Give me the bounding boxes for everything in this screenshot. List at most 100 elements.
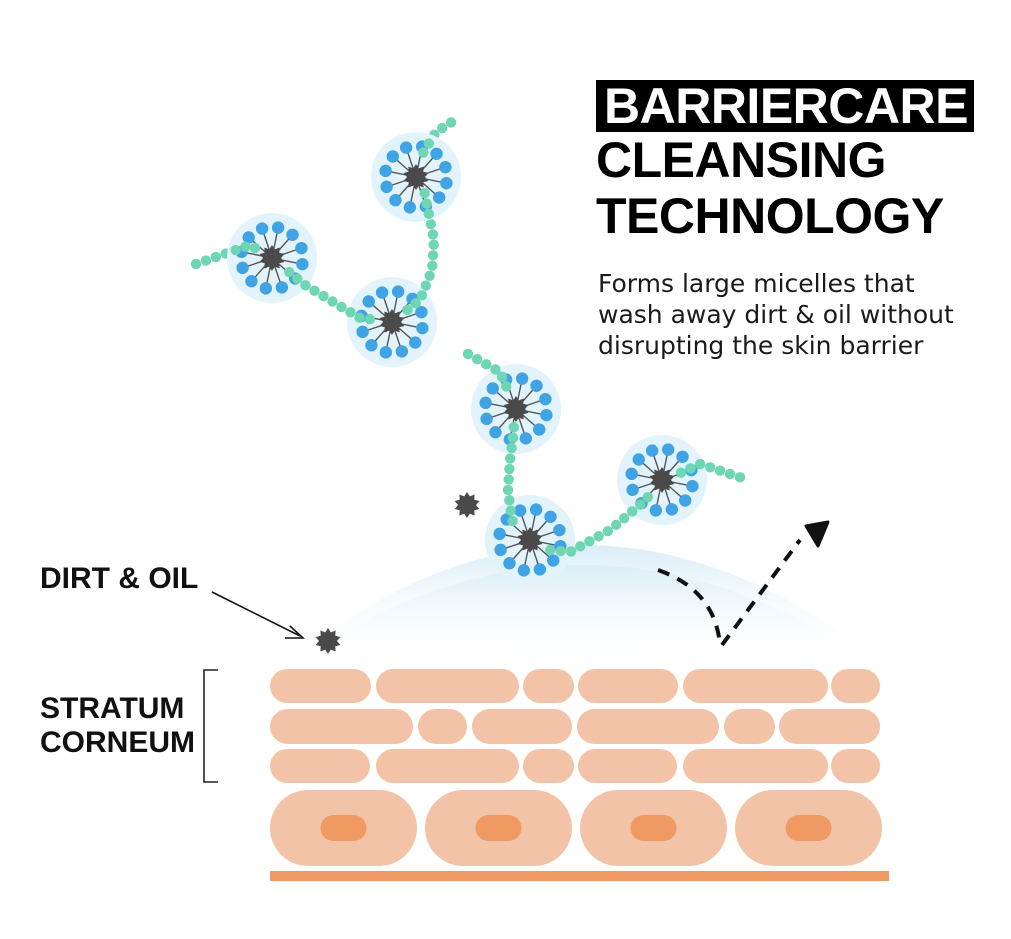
chain-bead — [425, 218, 437, 230]
pointer-arrow-icon — [211, 591, 306, 639]
micelle-head — [439, 160, 452, 174]
corneocyte-cell — [683, 749, 828, 783]
chain-bead — [627, 506, 638, 517]
chain-bead — [418, 147, 429, 158]
label-dirt-oil: DIRT & OIL — [40, 562, 199, 595]
micelle-head — [375, 286, 389, 299]
micelle-head — [415, 305, 428, 319]
micelle-head — [275, 281, 289, 294]
micelle-head — [295, 241, 308, 255]
subtitle: Forms large micelles that wash away dirt… — [598, 269, 954, 360]
chain-bead — [505, 505, 516, 516]
living-cell — [735, 790, 882, 866]
micelle-head — [379, 346, 393, 359]
micelle-core — [649, 467, 675, 493]
chain-bead — [421, 198, 432, 209]
chain-bead — [545, 544, 556, 556]
micelle-head — [242, 231, 255, 244]
micelle-head — [271, 221, 285, 234]
chain-bead — [508, 422, 520, 433]
chain-bead — [445, 117, 457, 128]
chain-bead — [200, 255, 212, 266]
micelle-head — [489, 426, 502, 439]
title-line-1: BARRIERCARE — [596, 80, 974, 132]
micelle-head — [676, 450, 689, 463]
chain-bead — [504, 453, 516, 464]
micelle-head — [480, 412, 493, 426]
chain-bead — [503, 474, 514, 485]
chain-bead — [419, 188, 430, 199]
chain-bead — [336, 301, 347, 313]
micelle-head — [296, 257, 309, 271]
dermis-base-line — [270, 871, 889, 881]
micelle-head — [686, 479, 699, 493]
micelle-head — [440, 176, 453, 190]
micelle-head — [486, 382, 499, 395]
dirt-particles — [315, 492, 480, 654]
cell-nucleus — [475, 815, 522, 841]
chain-bead — [437, 122, 448, 134]
chain-bead — [584, 536, 595, 547]
micelle-head — [430, 147, 443, 160]
micelle-head — [403, 201, 417, 214]
corneocyte-cell — [472, 709, 572, 744]
chain-bead — [427, 250, 439, 261]
chain-bead — [506, 442, 517, 454]
micelle-head — [416, 321, 429, 335]
micelle-core — [379, 309, 405, 335]
stratum-bracket — [203, 669, 218, 783]
corneocyte-cell — [578, 749, 677, 783]
corneocyte-cell — [270, 669, 371, 703]
chain-bead — [230, 244, 241, 256]
chain-bead — [675, 467, 687, 478]
micelle-head — [479, 396, 492, 410]
micelle-head — [665, 503, 679, 516]
chain-bead — [402, 304, 413, 316]
micelle-head — [533, 563, 547, 576]
chain-bead — [364, 314, 376, 325]
chain-bead — [565, 546, 577, 557]
micelle-head — [494, 543, 507, 557]
chain-bead — [300, 280, 311, 291]
chain-bead — [292, 273, 303, 284]
chain-bead — [327, 296, 338, 307]
chain-bead — [496, 371, 508, 383]
chain-bead — [318, 290, 329, 302]
chain-bead — [504, 463, 515, 475]
skin-glow-inner — [300, 565, 870, 660]
micelle-core — [517, 527, 543, 553]
micelle-head — [553, 523, 566, 537]
chain-bead — [416, 290, 428, 301]
corneocyte-cell — [376, 749, 519, 783]
chain-bead — [240, 241, 251, 252]
chain-bead — [309, 285, 320, 296]
chain-overlay — [230, 138, 706, 557]
chain-bead — [724, 468, 736, 480]
chain-bead — [462, 348, 474, 360]
corneocyte-cell — [779, 709, 880, 744]
chain-bead — [507, 515, 518, 527]
micelle-head — [530, 379, 543, 392]
chain-bead — [345, 307, 356, 318]
micelle-head — [529, 503, 543, 516]
chain-bead — [428, 239, 439, 251]
micelle-head — [645, 444, 659, 457]
chain-bead — [694, 458, 706, 470]
micelle-head — [679, 494, 692, 507]
title-line-3: TECHNOLOGY — [596, 188, 944, 244]
micelle-head — [391, 285, 405, 298]
cell-nucleus — [630, 815, 677, 841]
chain-bead — [642, 492, 653, 503]
dirt-particle-icon — [315, 628, 341, 654]
micelle-head — [389, 194, 402, 207]
chain-bead — [635, 499, 646, 510]
chain-bead — [555, 545, 566, 557]
micelle-head — [356, 325, 369, 339]
micelle-head — [433, 191, 446, 204]
micelle-core — [503, 396, 529, 422]
chain-bead — [427, 260, 438, 271]
micelle-head — [255, 222, 269, 235]
chain-bead — [507, 432, 519, 443]
chain-bead — [283, 266, 295, 278]
